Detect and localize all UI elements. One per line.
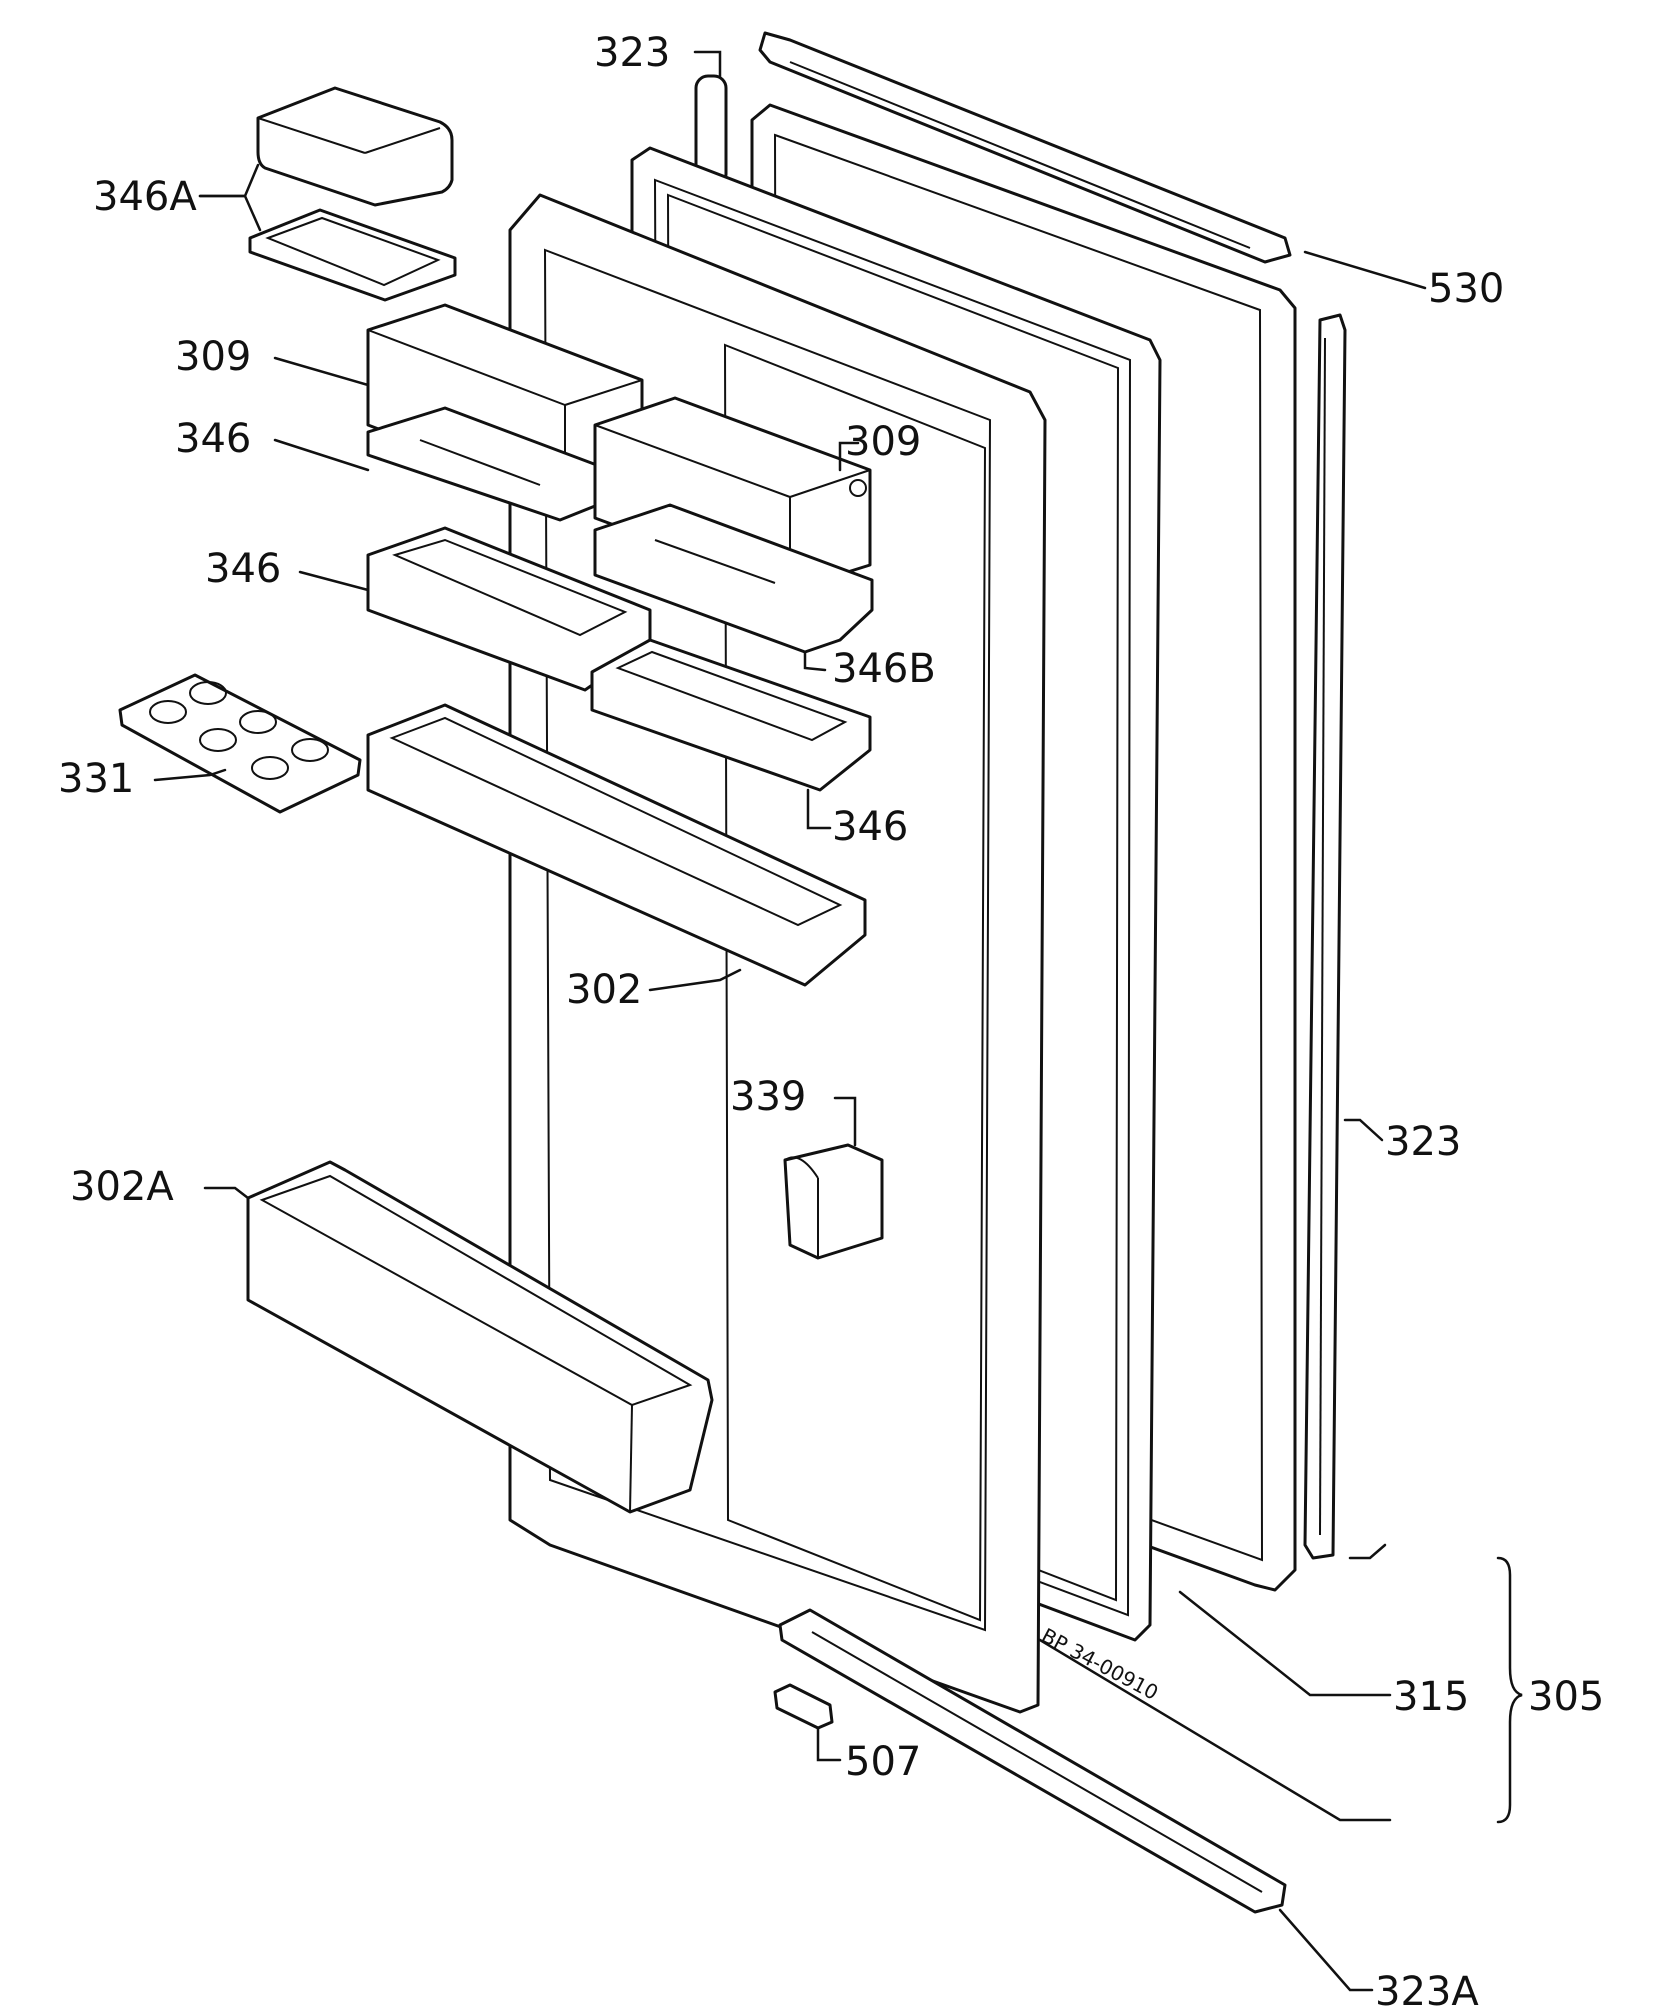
label-339: 339: [730, 1074, 806, 1120]
leader-lines: [153, 50, 1427, 1992]
part-346-mid-right-shelf: [590, 638, 872, 792]
part-530-top-rail: [758, 31, 1292, 264]
label-302: 302: [566, 967, 642, 1013]
label-309-right: 309: [845, 419, 921, 465]
part-323-right-strip: [1303, 313, 1347, 1560]
label-346B: 346B: [832, 646, 936, 692]
label-323-right: 323: [1385, 1119, 1461, 1165]
drawing-stamp: BP 34-00910: [1038, 1623, 1163, 1704]
part-302-long-shelf: [366, 703, 867, 987]
label-305: 305: [1528, 1674, 1604, 1720]
part-507-hinge: [773, 1683, 834, 1730]
part-302A-bottom-bin: [246, 1160, 714, 1514]
label-507: 507: [845, 1739, 921, 1785]
label-530: 530: [1428, 266, 1504, 312]
label-346-upper: 346: [175, 416, 251, 462]
brace-305: [1496, 1556, 1523, 1824]
label-302A: 302A: [70, 1164, 174, 1210]
label-331: 331: [58, 756, 134, 802]
part-331-egg-tray: [118, 673, 362, 814]
part-339-clip: [783, 1143, 884, 1260]
label-309-left: 309: [175, 334, 251, 380]
part-346B-shelf: [593, 503, 874, 654]
part-323A-bottom-rail: [778, 1608, 1287, 1914]
label-323-top: 323: [594, 30, 670, 76]
label-346-mid-left: 346: [205, 546, 281, 592]
label-346-mid-right: 346: [832, 804, 908, 850]
label-315: 315: [1393, 1674, 1469, 1720]
part-346A-butter-box: [248, 86, 457, 302]
label-346A: 346A: [93, 174, 197, 220]
label-323A: 323A: [1375, 1969, 1479, 2015]
